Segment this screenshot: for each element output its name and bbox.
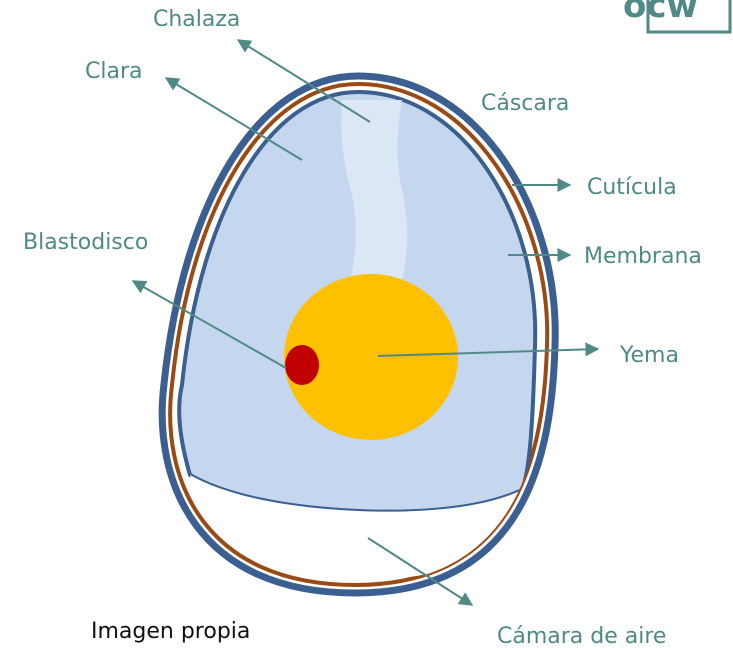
image-caption: Imagen propia xyxy=(91,619,250,644)
label-blastodisco: Blastodisco xyxy=(23,230,148,255)
ocw-logo-text: ocw xyxy=(623,0,698,26)
label-membrana: Membrana xyxy=(584,244,702,269)
label-clara: Clara xyxy=(85,59,142,84)
label-cascara: Cáscara xyxy=(481,91,569,116)
label-chalaza: Chalaza xyxy=(153,7,240,32)
label-yema: Yema xyxy=(619,343,679,368)
ocw-logo: ocw xyxy=(623,0,730,32)
label-camara-de-aire: Cámara de aire xyxy=(497,624,666,648)
label-cuticula: Cutícula xyxy=(587,175,677,200)
blastodisc xyxy=(285,345,319,385)
